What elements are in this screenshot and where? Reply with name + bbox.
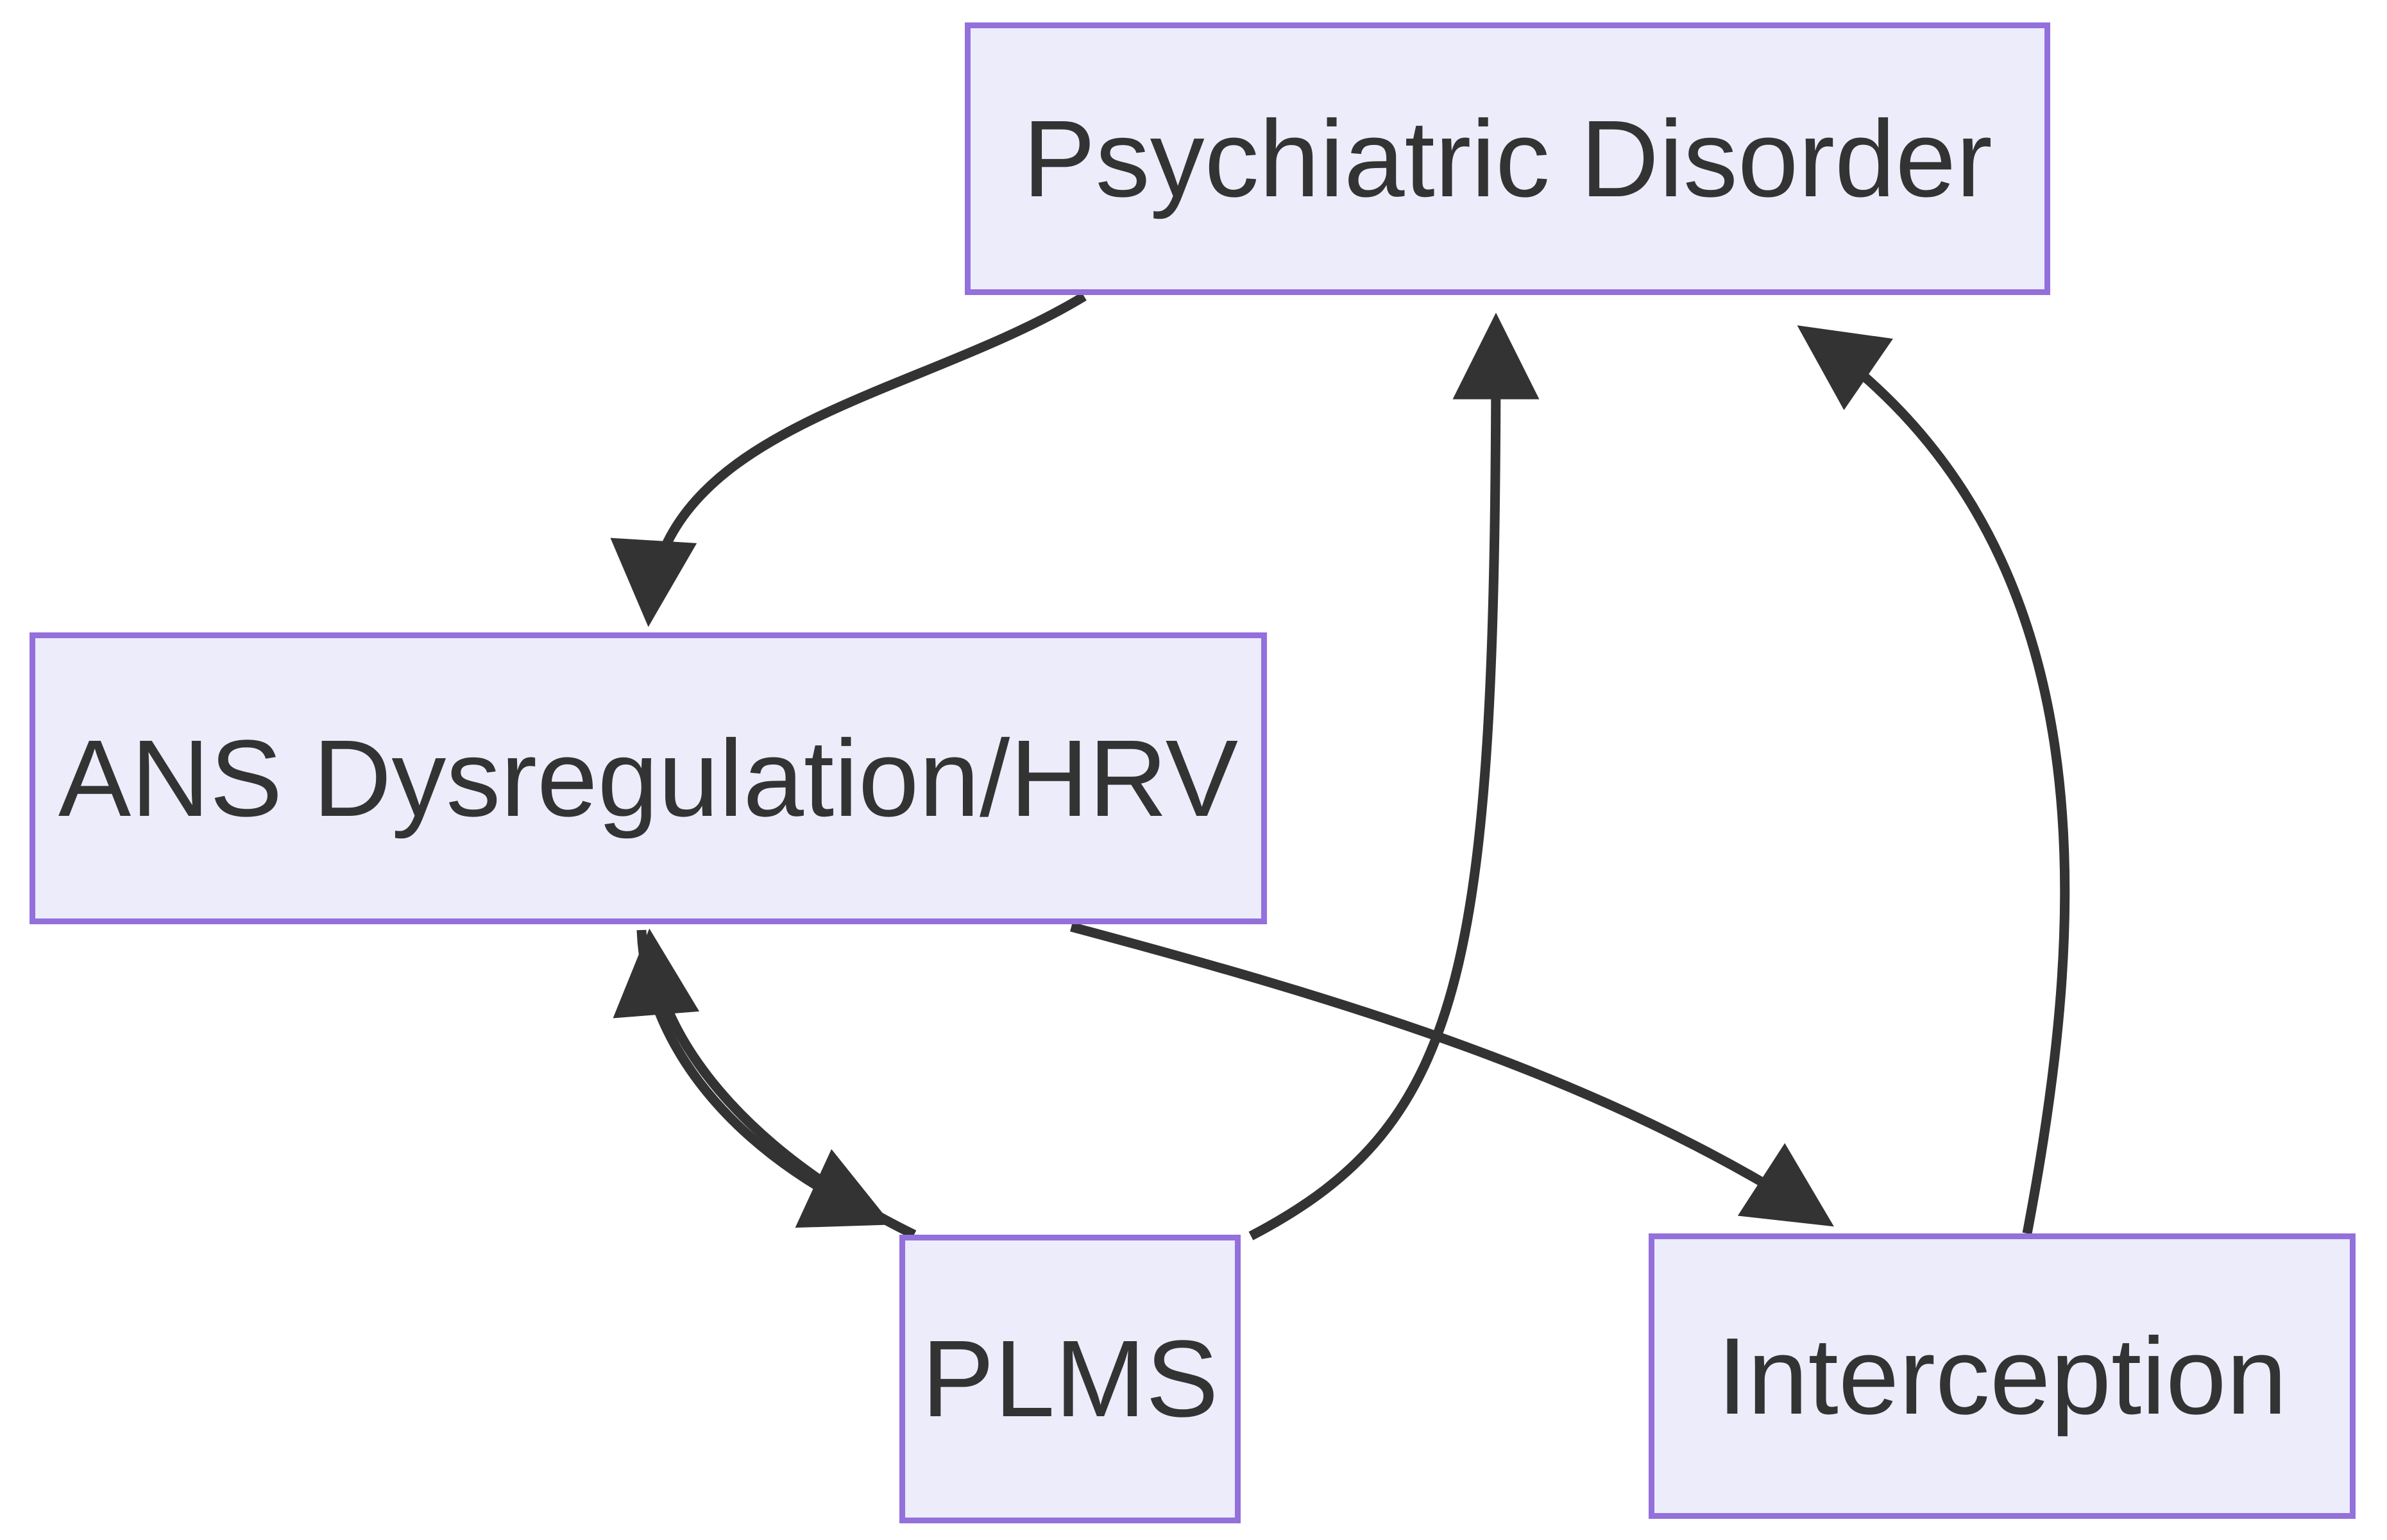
node-interception: Interception [1649,1233,2356,1519]
edge-plms-to-ans [613,928,917,1239]
edge-interception-to-psychiatric [1797,325,2070,1235]
node-psychiatric-disorder: Psychiatric Disorder [965,22,2050,295]
edge-psychiatric-to-ans [610,292,1087,627]
node-interception-label: Interception [1717,1315,2288,1437]
edge-plms-to-psychiatric [1248,312,1540,1240]
edge-ans-to-plms [636,929,892,1228]
edge-ans-to-interception [1070,922,1834,1227]
node-plms: PLMS [899,1235,1241,1523]
node-ans-dysregulation-hrv-label: ANS Dysregulation/HRV [58,717,1239,840]
node-psychiatric-disorder-label: Psychiatric Disorder [1023,97,1992,220]
node-ans-dysregulation-hrv: ANS Dysregulation/HRV [30,632,1267,924]
node-plms-label: PLMS [921,1318,1219,1440]
